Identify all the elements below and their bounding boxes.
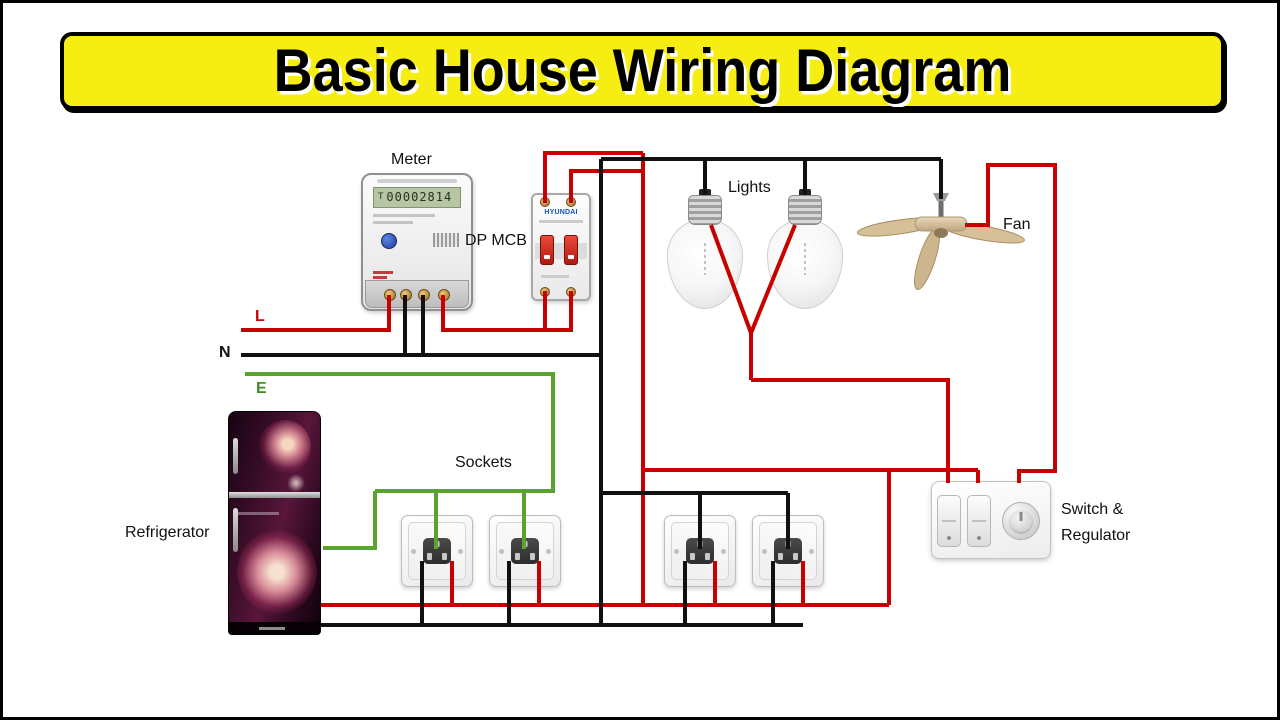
bulb-screw-cap bbox=[688, 195, 722, 225]
neutral-line-label: N bbox=[219, 344, 231, 361]
terminal-screw bbox=[438, 289, 450, 301]
refrigerator bbox=[228, 411, 321, 635]
fridge-base bbox=[229, 622, 320, 634]
light-bulb-2 bbox=[765, 187, 845, 311]
meter-barcode bbox=[433, 233, 459, 247]
mcb-toggle-left bbox=[540, 235, 554, 265]
earth-pin-hole bbox=[434, 541, 440, 547]
socket-outlet bbox=[511, 538, 539, 564]
fan-hub bbox=[934, 228, 948, 238]
socket-screw bbox=[499, 549, 504, 554]
fridge-handle bbox=[233, 438, 238, 474]
socket-screw bbox=[411, 549, 416, 554]
socket-outlet bbox=[774, 538, 802, 564]
terminal-screw bbox=[540, 197, 550, 207]
meter-text-line bbox=[373, 221, 413, 224]
socket-screw bbox=[674, 549, 679, 554]
fan-canopy bbox=[933, 193, 949, 201]
socket-1 bbox=[401, 515, 473, 587]
earth-pin-hole bbox=[785, 541, 791, 547]
socket-outlet bbox=[423, 538, 451, 564]
neutral-pin-hole bbox=[515, 553, 520, 560]
socket-screw bbox=[458, 549, 463, 554]
mcb-brand: HYUNDAI bbox=[544, 209, 578, 216]
wiring-layer bbox=[241, 151, 1057, 627]
meter-red-sticker bbox=[373, 271, 393, 274]
meter-terminal-block bbox=[365, 280, 469, 308]
meter-display-prefix: T bbox=[378, 192, 385, 202]
switch-2 bbox=[967, 495, 991, 547]
terminal-screw bbox=[400, 289, 412, 301]
switch-regulator-label-line2: Regulator bbox=[1061, 527, 1131, 544]
meter-display-value: 00002814 bbox=[386, 190, 453, 204]
sockets-label: Sockets bbox=[455, 454, 512, 471]
socket-screw bbox=[809, 549, 814, 554]
live-pin-hole bbox=[442, 553, 447, 560]
light-bulb-1 bbox=[665, 187, 745, 311]
socket-outlet bbox=[686, 538, 714, 564]
fridge-flower-decal bbox=[259, 420, 311, 474]
neutral-pin-hole bbox=[690, 553, 695, 560]
live-pin-hole bbox=[705, 553, 710, 560]
fridge-handle bbox=[233, 508, 238, 552]
live-pin-hole bbox=[793, 553, 798, 560]
title-banner: Basic House Wiring Diagram bbox=[60, 32, 1225, 110]
fridge-body bbox=[228, 411, 321, 635]
live-pin-hole bbox=[530, 553, 535, 560]
socket-screw bbox=[546, 549, 551, 554]
fridge-trim bbox=[237, 512, 279, 515]
socket-screw bbox=[762, 549, 767, 554]
mcb-toggle-right bbox=[564, 235, 578, 265]
page-title: Basic House Wiring Diagram bbox=[273, 37, 1012, 105]
fridge-flower-decal bbox=[287, 474, 305, 492]
earth-line-label: E bbox=[256, 380, 267, 397]
meter-red-sticker bbox=[373, 276, 387, 279]
mcb-text-line bbox=[541, 275, 569, 278]
earth-pin-hole bbox=[697, 541, 703, 547]
live-line-label: L bbox=[255, 308, 265, 325]
fan-downrod bbox=[938, 201, 944, 219]
wire-segment bbox=[751, 378, 950, 483]
terminal-screw bbox=[384, 289, 396, 301]
terminal-screw bbox=[418, 289, 430, 301]
earth-pin-hole bbox=[522, 541, 528, 547]
socket-screw bbox=[721, 549, 726, 554]
fridge-brand-mark bbox=[259, 627, 285, 630]
switch-regulator-panel bbox=[931, 481, 1051, 559]
terminal-screw bbox=[566, 197, 576, 207]
terminal-screw bbox=[566, 287, 576, 297]
fan-regulator-knob bbox=[1002, 502, 1040, 540]
refrigerator-label: Refrigerator bbox=[125, 524, 210, 541]
dp-mcb-label: DP MCB bbox=[465, 232, 527, 249]
bulb-print bbox=[804, 243, 806, 275]
meter-blue-button bbox=[381, 233, 397, 249]
socket-3 bbox=[664, 515, 736, 587]
bulb-screw-cap bbox=[788, 195, 822, 225]
socket-4 bbox=[752, 515, 824, 587]
meter-label: Meter bbox=[391, 151, 432, 168]
socket-2 bbox=[489, 515, 561, 587]
fridge-door-divider bbox=[229, 492, 320, 498]
lights-label: Lights bbox=[728, 179, 771, 196]
meter-brand-mark bbox=[377, 179, 457, 183]
bulb-print bbox=[704, 243, 706, 275]
mcb-text-line bbox=[539, 220, 583, 223]
ceiling-fan bbox=[856, 193, 1025, 291]
switch-1 bbox=[937, 495, 961, 547]
neutral-pin-hole bbox=[778, 553, 783, 560]
dp-mcb: HYUNDAI bbox=[531, 193, 591, 301]
fridge-flower-decal bbox=[237, 530, 317, 614]
neutral-pin-hole bbox=[427, 553, 432, 560]
terminal-screw bbox=[540, 287, 550, 297]
fan-label: Fan bbox=[1003, 216, 1031, 233]
meter-text-line bbox=[373, 214, 435, 217]
wire-segment bbox=[323, 491, 377, 550]
switch-regulator-label-line1: Switch & bbox=[1061, 501, 1124, 518]
